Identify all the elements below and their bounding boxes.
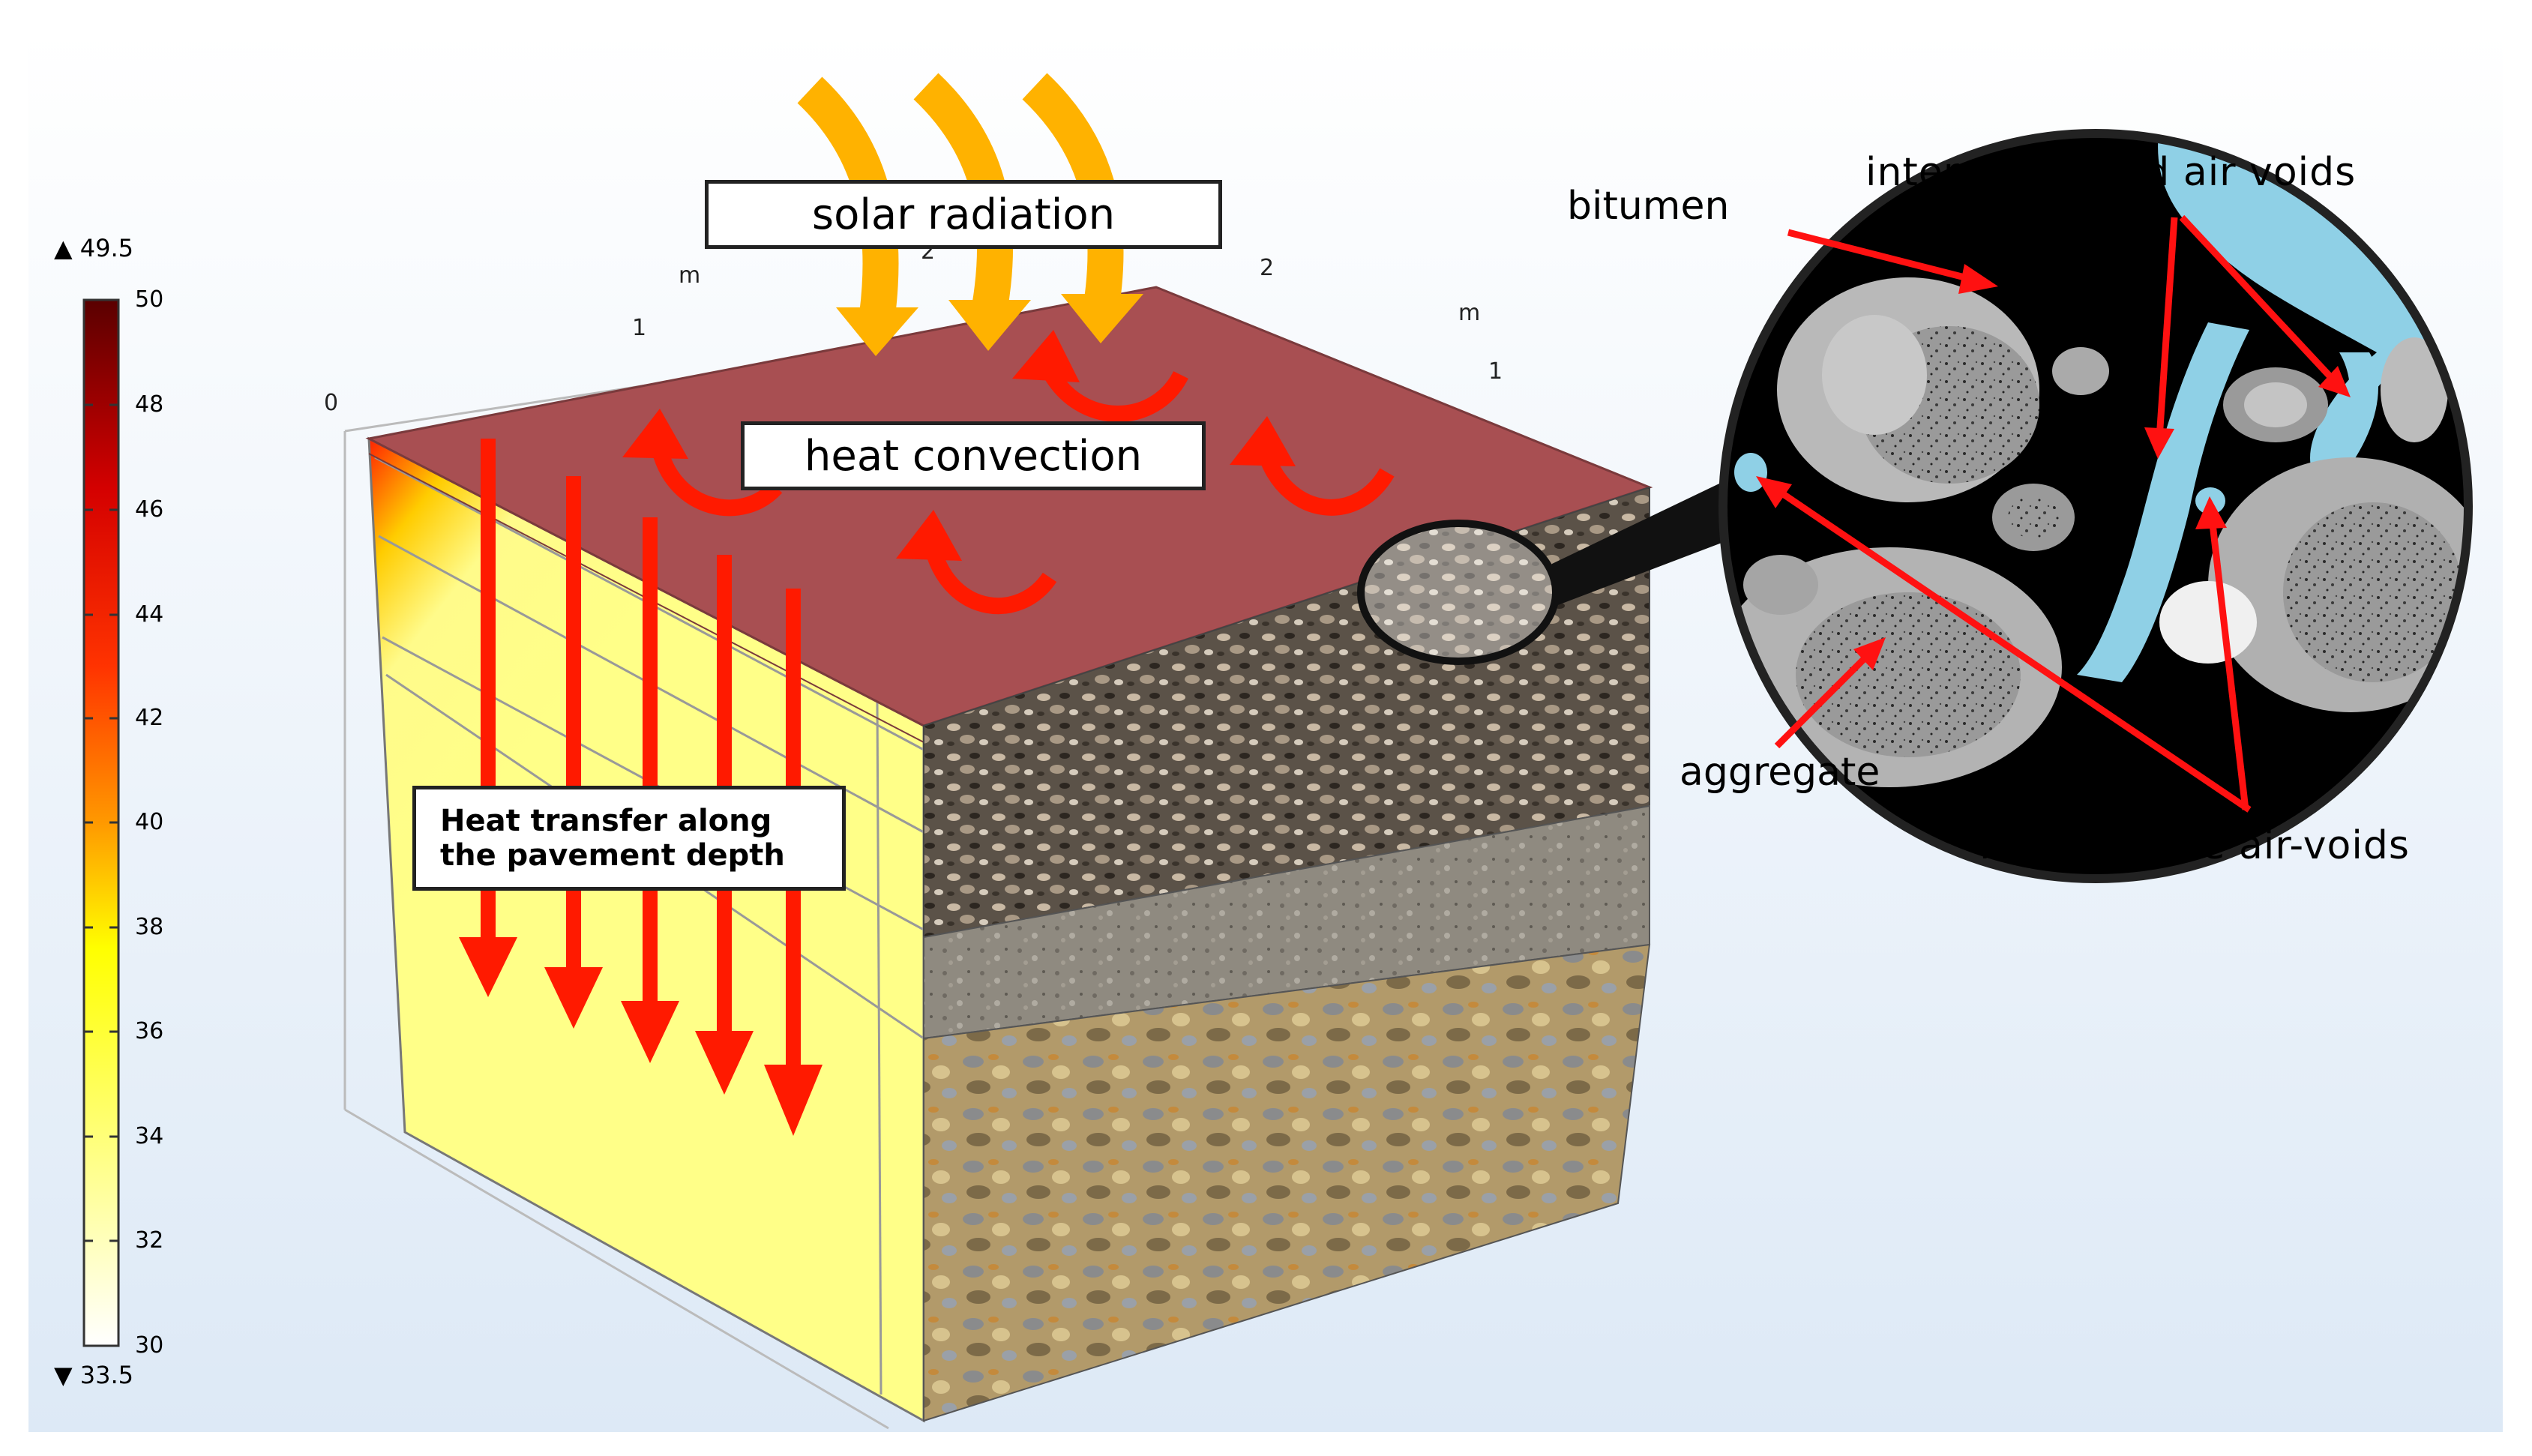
heat-convection-label: heat convection — [804, 431, 1143, 481]
solar-radiation-label-box: solar radiation — [705, 180, 1222, 249]
axis-unit-left: m — [679, 262, 701, 289]
inaccessible-arrow-2 — [2208, 517, 2249, 810]
colorbar-tick-label: 40 — [135, 809, 164, 835]
convection-arrow — [1012, 330, 1188, 422]
colorbar-tick-label: 32 — [135, 1227, 164, 1254]
colorbar-max-marker: ▲ 49.5 — [54, 234, 134, 262]
aggregate-arrow — [1774, 649, 1874, 749]
inaccessible-arrow-1 — [1771, 484, 2252, 813]
subgrade-layer — [923, 943, 1651, 1422]
heat-transfer-arrows — [459, 439, 823, 1136]
axis-tick-1-right: 1 — [1488, 358, 1503, 385]
heat-transfer-label-box: Heat transfer along the pavement depth — [412, 786, 846, 891]
bitumen-arrow — [1787, 229, 1981, 285]
colorbar-ticks — [84, 298, 118, 1242]
annotation-arrows — [1771, 214, 2339, 813]
magnifier-lens — [1357, 474, 1739, 665]
convection-arrow — [622, 409, 783, 517]
axis-tick-0: 0 — [324, 390, 339, 416]
colorbar-tick-label: 48 — [135, 391, 164, 418]
colorbar-tick-label: 38 — [135, 914, 164, 940]
inaccessible-air-voids-label: inaccessible air-voids — [1979, 823, 2410, 868]
interconnected-arrow-2 — [2179, 214, 2339, 385]
colorbar-tick-label: 50 — [135, 286, 164, 313]
colorbar-tick-label: 42 — [135, 705, 164, 731]
solar-radiation-label: solar radiation — [811, 190, 1116, 239]
axis-unit-right: m — [1458, 300, 1481, 326]
interconnected-air-voids-label: interconnected air voids — [1865, 150, 2357, 195]
microstructure-zoom — [1718, 129, 2473, 883]
convection-arrow — [1230, 416, 1395, 516]
aggregate-label: aggregate — [1680, 750, 1880, 795]
heat-transfer-label-line1: Heat transfer along — [440, 804, 772, 838]
colorbar-tick-label: 36 — [135, 1018, 164, 1044]
colorbar-tick-label: 34 — [135, 1123, 164, 1149]
colorbar-tick-label: 30 — [135, 1332, 164, 1359]
colorbar-min-marker: ▼ 33.5 — [54, 1361, 134, 1389]
bitumen-label: bitumen — [1567, 184, 1730, 229]
axis-tick-1-left: 1 — [632, 315, 647, 341]
heat-convection-label-box: heat convection — [741, 421, 1206, 490]
interconnected-arrow-1 — [2156, 217, 2178, 439]
colorbar-tick-label: 46 — [135, 496, 164, 523]
annotation-arrowheads — [1756, 264, 2351, 670]
convection-arrows — [622, 330, 1395, 615]
convection-arrow — [896, 510, 1057, 615]
axis-tick-2-right: 2 — [1260, 255, 1275, 281]
heat-transfer-label-line2: the pavement depth — [440, 838, 785, 873]
colorbar-tick-label: 44 — [135, 601, 164, 628]
